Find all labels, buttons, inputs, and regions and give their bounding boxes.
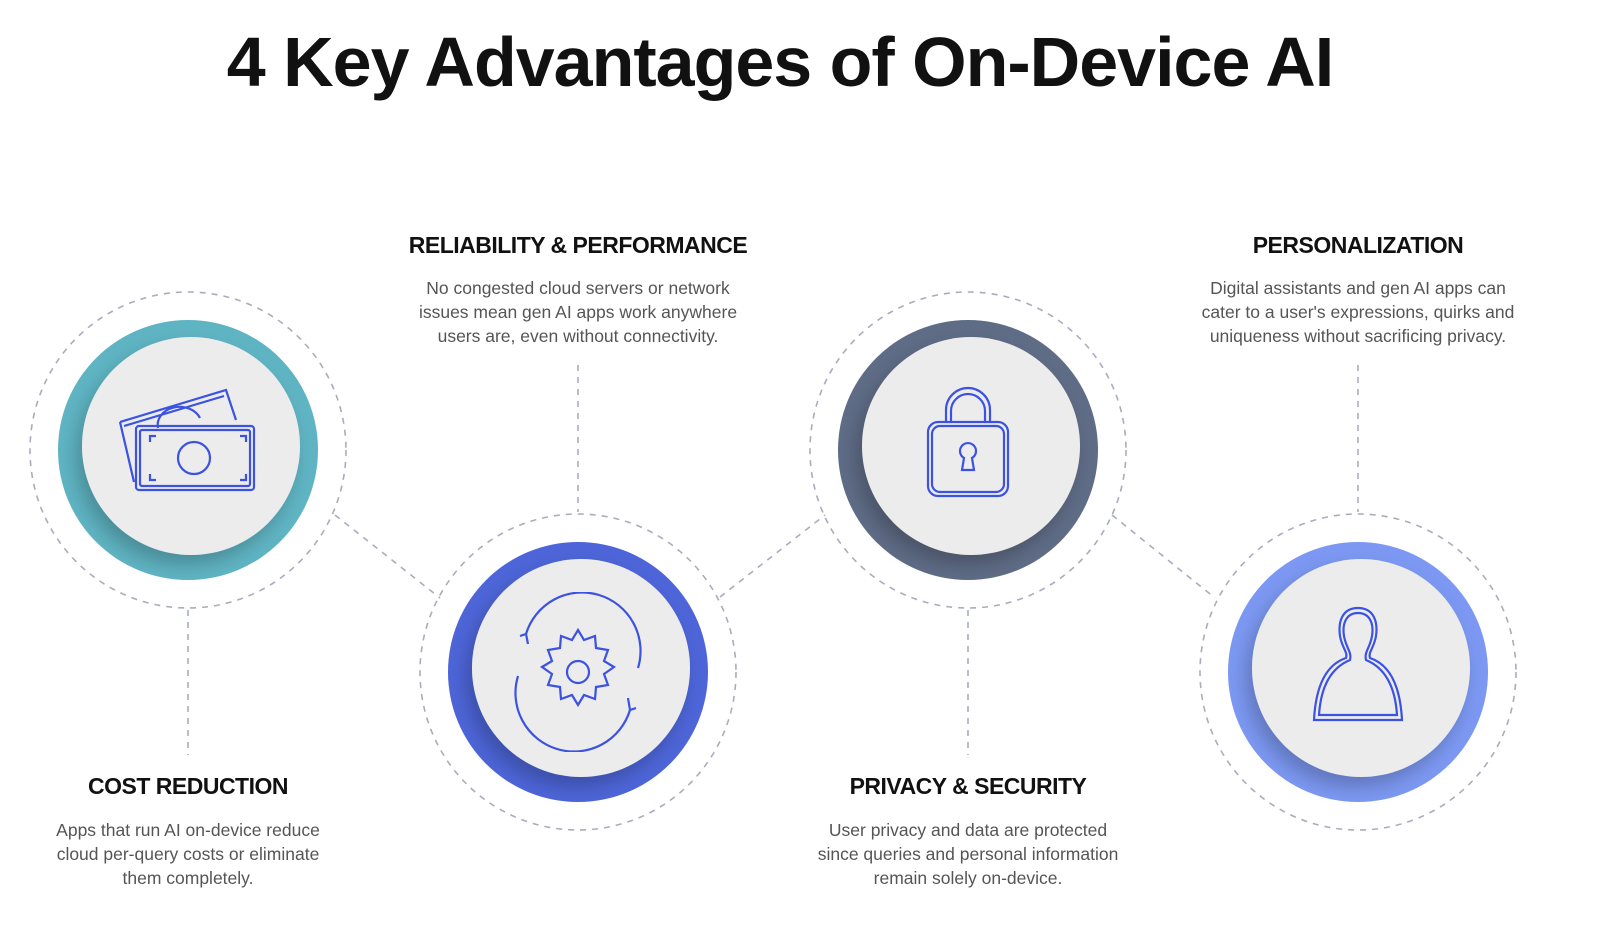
description-cost-reduction: Apps that run AI on-device reduce cloud … [0,818,388,890]
description-line: since queries and personal information [817,844,1119,864]
heading-privacy-security: PRIVACY & SECURITY [849,773,1087,799]
gear-sync-icon [514,592,642,752]
dashed-orbit [1199,513,1517,831]
connector-line [1111,514,1216,599]
person-icon [1312,606,1404,722]
description-reliability-performance: No congested cloud servers or network is… [378,276,778,348]
description-line: cater to a user's expressions, quirks an… [1201,302,1515,322]
money-icon [118,388,256,492]
connector-line [334,514,441,599]
dashed-orbit [809,291,1127,609]
dashed-orbit [29,291,347,609]
heading-personalization: PERSONALIZATION [1252,232,1464,258]
description-line: cloud per-query costs or eliminate [56,844,320,864]
connector-line [719,514,826,598]
lock-icon [926,386,1010,498]
description-privacy-security: User privacy and data are protected sinc… [768,818,1168,890]
page-title: 4 Key Advantages of On-Device AI [226,23,1335,101]
heading-reliability-performance: RELIABILITY & PERFORMANCE [408,232,748,258]
description-personalization: Digital assistants and gen AI apps can c… [1158,276,1558,348]
disc-reliability-performance [472,559,690,777]
description-line: issues mean gen AI apps work anywhere [418,302,738,322]
description-line: Digital assistants and gen AI apps can [1210,278,1506,298]
dashed-orbit [419,513,737,831]
disc-personalization [1252,559,1470,777]
description-line: users are, even without connectivity. [437,326,719,346]
description-line: No congested cloud servers or network [426,278,730,298]
disc-cost-reduction [82,337,300,555]
heading-cost-reduction: COST REDUCTION [88,773,289,799]
description-line: uniqueness without sacrificing privacy. [1209,326,1507,346]
disc-privacy-security [862,337,1080,555]
description-line: them completely. [122,868,254,888]
description-line: User privacy and data are protected [828,820,1108,840]
description-line: remain solely on-device. [873,868,1063,888]
description-line: Apps that run AI on-device reduce [56,820,320,840]
